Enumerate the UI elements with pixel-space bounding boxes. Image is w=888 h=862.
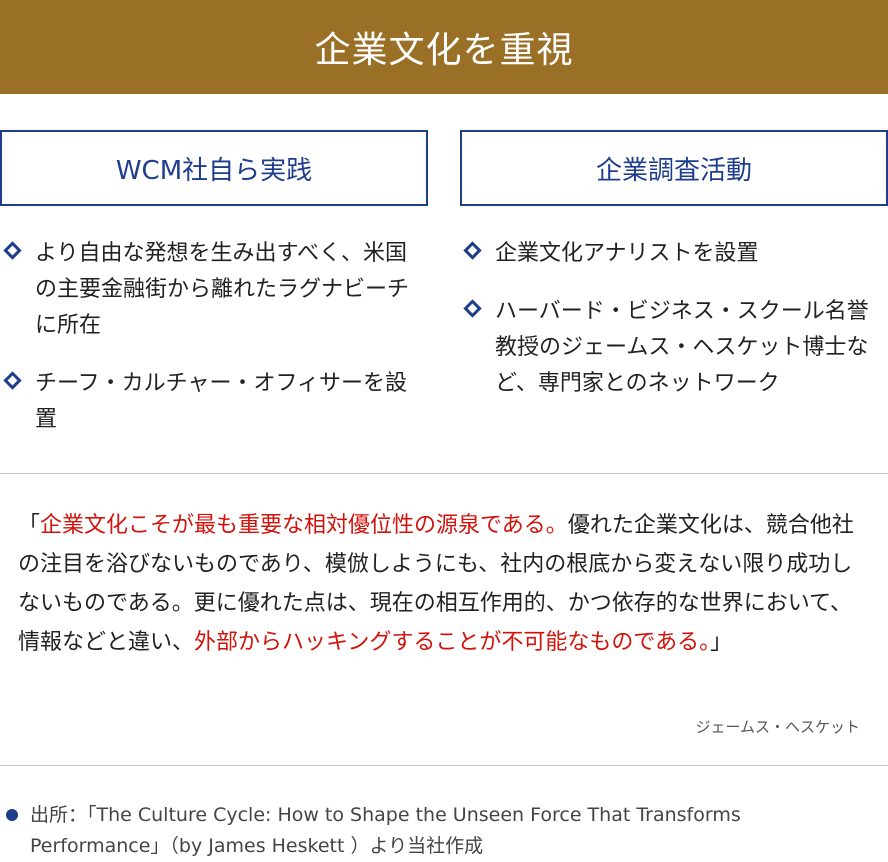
quote-close-mark: 」 — [710, 630, 733, 655]
list-item: ハーバード・ビジネス・スクール名誉教授のジェームス・ヘスケット博士など、専門家と… — [460, 294, 888, 402]
left-column-title: WCM社自ら実践 — [0, 130, 428, 206]
list-item: チーフ・カルチャー・オフィサーを設置 — [0, 366, 428, 438]
list-item-text: 企業文化アナリストを設置 — [495, 241, 759, 266]
quote-open-mark: 「 — [18, 513, 41, 538]
bullet-dot-icon — [6, 809, 18, 821]
diamond-bullet-icon — [3, 371, 22, 390]
diamond-bullet-icon — [3, 241, 22, 260]
quote-body: 優れた企業文化は、競合他社の注目を浴びないものであり、模倣しようにも、社内の根底… — [18, 513, 854, 655]
section-divider — [0, 473, 888, 474]
list-item: より自由な発想を生み出すべく、米国の主要金融街から離れたラグナビーチに所在 — [0, 236, 428, 344]
quote-author: ジェームス・ヘスケット — [695, 718, 860, 736]
header-banner: 企業文化を重視 — [0, 0, 888, 94]
right-bullet-list: 企業文化アナリストを設置 ハーバード・ビジネス・スクール名誉教授のジェームス・ヘ… — [460, 236, 888, 402]
quote-highlight-1: 企業文化こそが最も重要な相対優位性の源泉である。 — [40, 513, 568, 538]
left-bullet-list: より自由な発想を生み出すべく、米国の主要金融街から離れたラグナビーチに所在 チー… — [0, 236, 428, 438]
left-column: WCM社自ら実践 より自由な発想を生み出すべく、米国の主要金融街から離れたラグナ… — [0, 130, 428, 460]
list-item-text: ハーバード・ビジネス・スクール名誉教授のジェームス・ヘスケット博士など、専門家と… — [495, 299, 869, 396]
list-item: 企業文化アナリストを設置 — [460, 236, 888, 272]
page-title: 企業文化を重視 — [314, 30, 574, 71]
right-column: 企業調査活動 企業文化アナリストを設置 ハーバード・ビジネス・スクール名誉教授の… — [460, 130, 888, 424]
source-text: 出所：「The Culture Cycle: How to Shape the … — [30, 804, 741, 857]
right-column-title: 企業調査活動 — [460, 130, 888, 206]
diamond-bullet-icon — [463, 299, 482, 318]
list-item-text: チーフ・カルチャー・オフィサーを設置 — [35, 371, 408, 432]
quote-highlight-2: 外部からハッキングすることが不可能なものである。 — [194, 630, 711, 655]
quote-block: 「企業文化こそが最も重要な相対優位性の源泉である。優れた企業文化は、競合他社の注… — [18, 506, 863, 662]
list-item-text: より自由な発想を生み出すべく、米国の主要金融街から離れたラグナビーチに所在 — [35, 241, 410, 338]
diamond-bullet-icon — [463, 241, 482, 260]
source-note: 出所：「The Culture Cycle: How to Shape the … — [6, 800, 876, 862]
section-divider — [0, 765, 888, 766]
